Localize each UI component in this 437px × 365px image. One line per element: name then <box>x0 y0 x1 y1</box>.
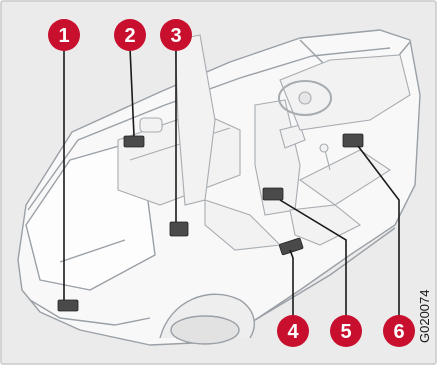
sensor-2 <box>124 136 144 147</box>
callout-2-label: 2 <box>124 25 135 47</box>
sensor-3 <box>170 222 188 236</box>
callout-3: 3 <box>160 19 192 51</box>
callout-6: 6 <box>383 315 415 347</box>
sensor-5 <box>263 188 283 200</box>
callout-1: 1 <box>48 19 80 51</box>
callout-4: 4 <box>277 315 309 347</box>
callout-4-label: 4 <box>287 321 299 343</box>
callout-2: 2 <box>114 19 146 51</box>
callout-6-label: 6 <box>393 321 404 343</box>
callout-1-label: 1 <box>58 25 69 47</box>
callout-5-label: 5 <box>340 321 351 343</box>
callout-3-label: 3 <box>170 25 181 47</box>
figure-code: G020074 <box>417 290 432 344</box>
callout-5: 5 <box>330 315 362 347</box>
sensor-1 <box>58 300 78 311</box>
sensor-6 <box>343 134 363 147</box>
